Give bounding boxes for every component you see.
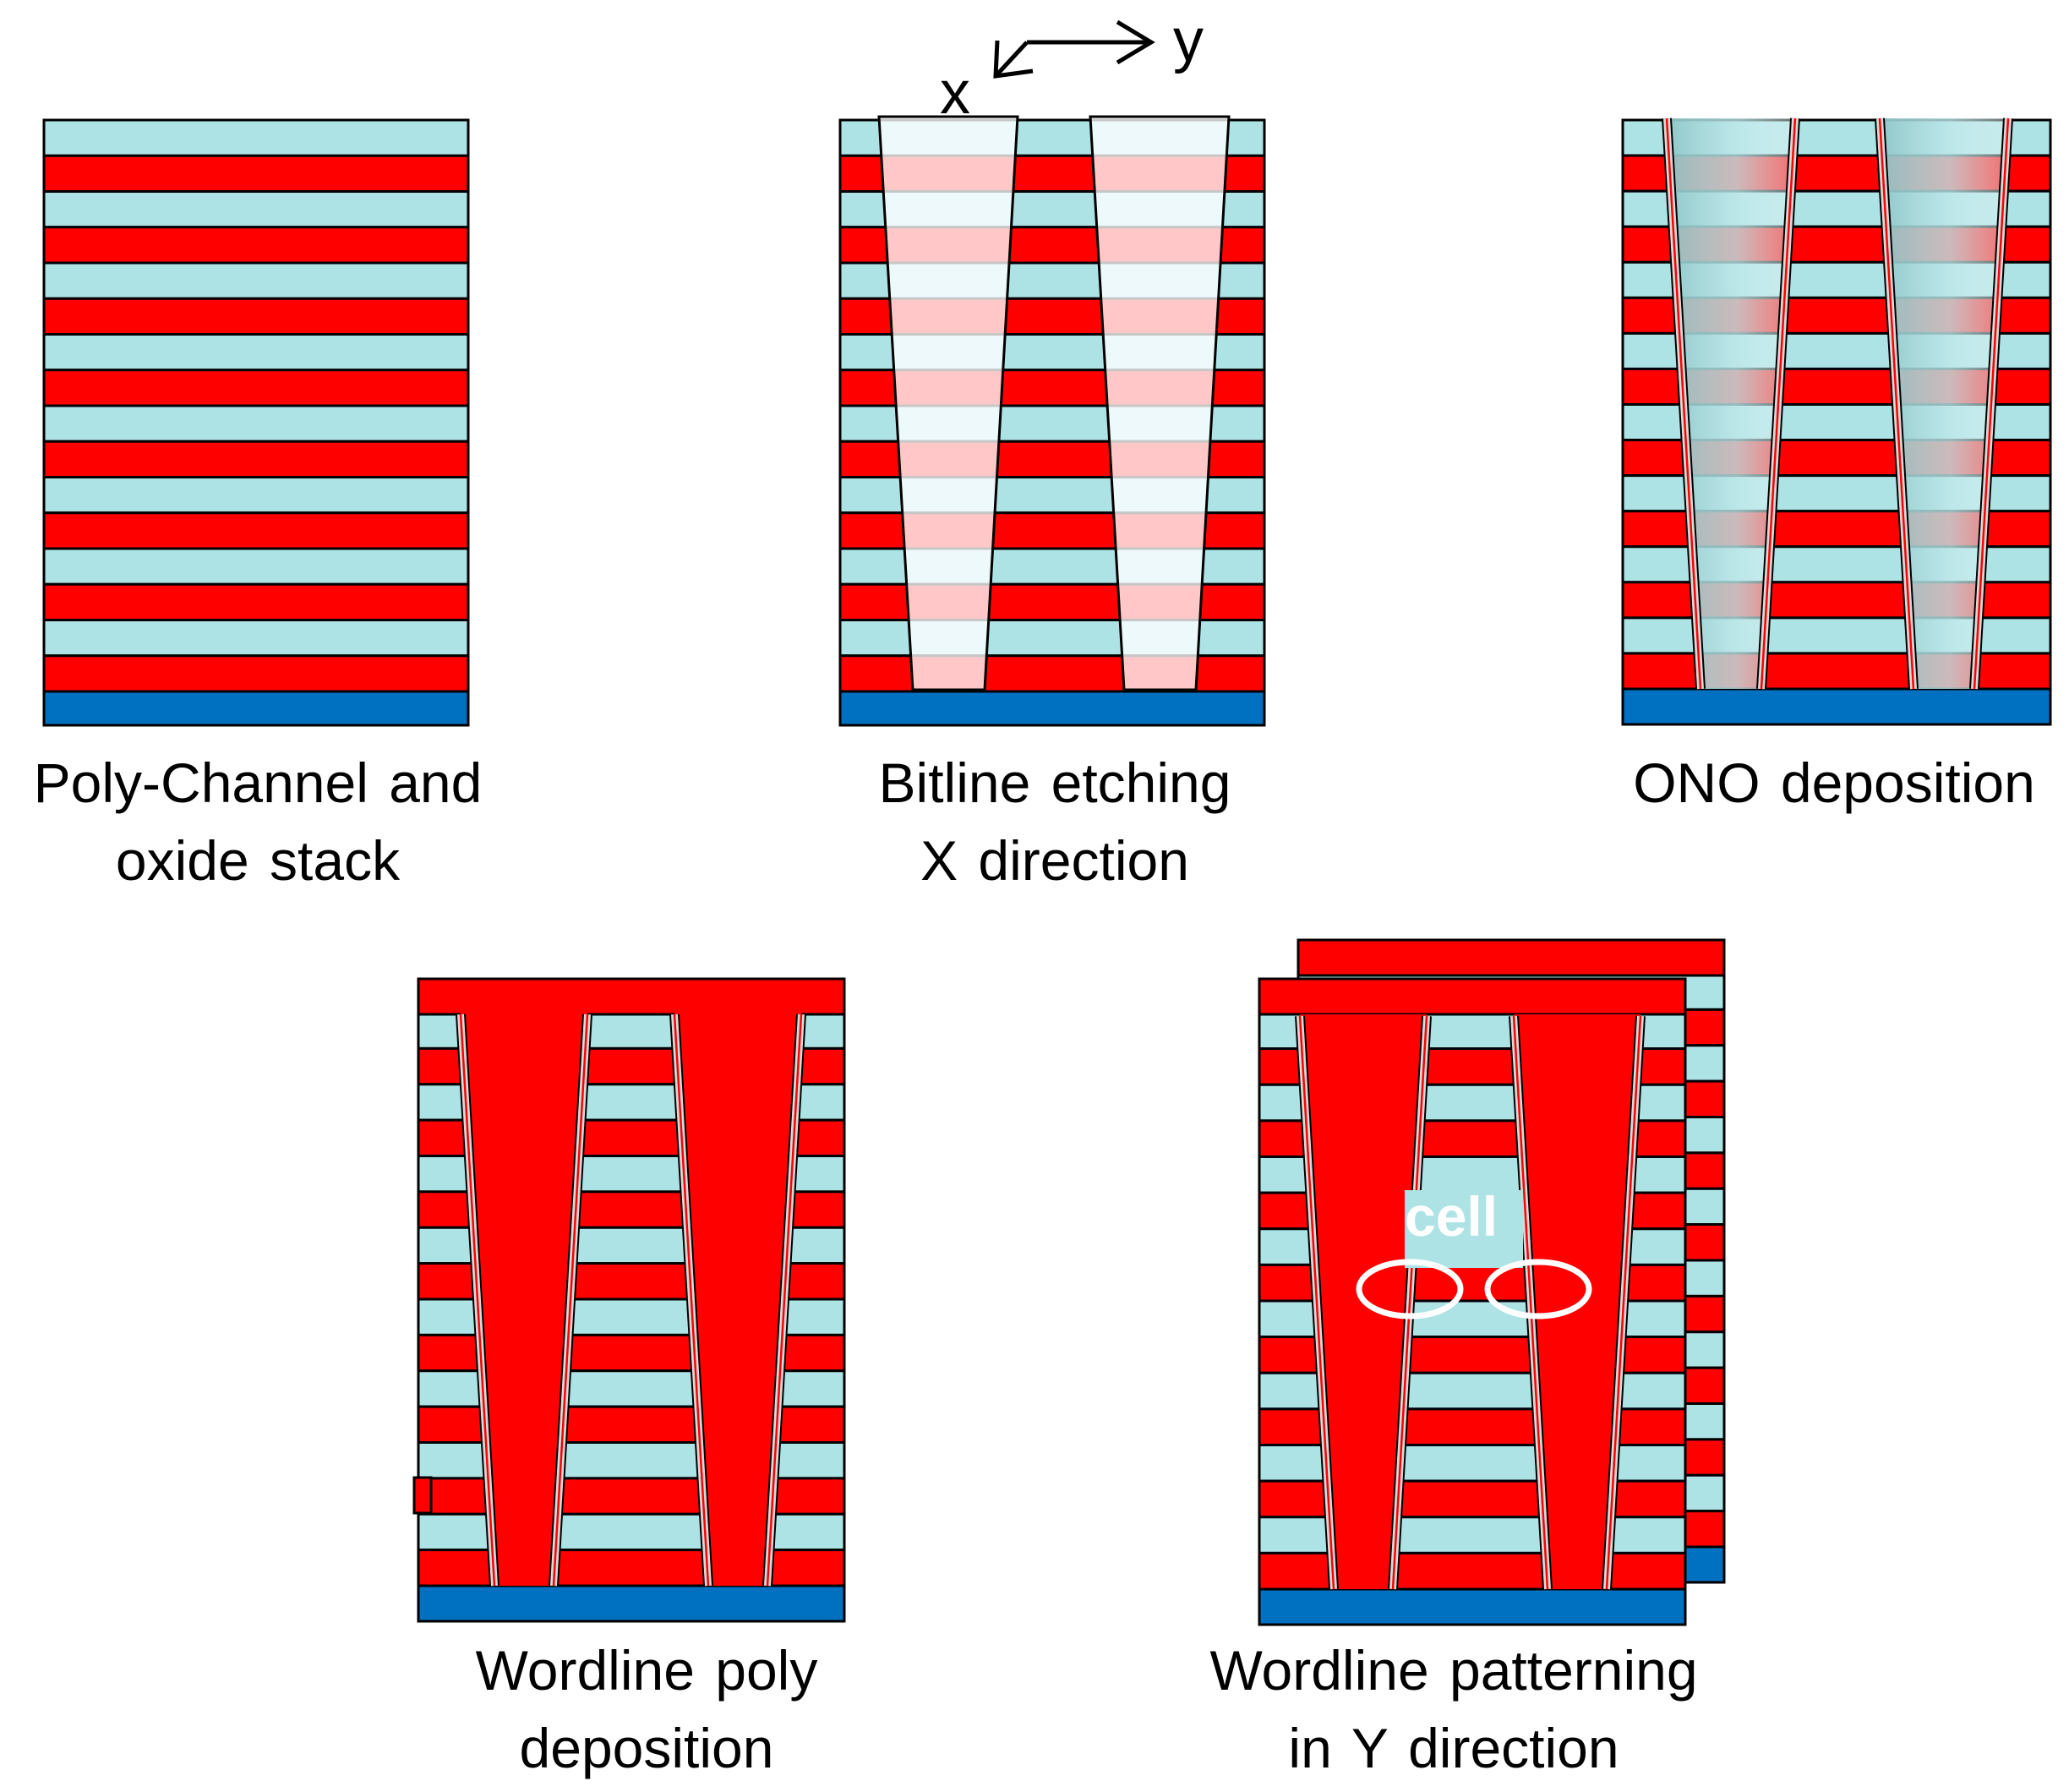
- oxide-layer: [42, 118, 470, 157]
- x-axis-label: x: [940, 59, 970, 127]
- poly-channel-layer: [42, 511, 470, 550]
- cell-highlight: [1405, 1190, 1523, 1268]
- poly-channel-layer: [1621, 652, 2052, 691]
- wordline-fill: [1514, 1014, 1640, 1589]
- oxide-layer: [1258, 1516, 1687, 1554]
- poly-channel-layer: [417, 1477, 846, 1516]
- bitline-trench: [1089, 115, 1231, 691]
- x-arrowhead: [993, 40, 1034, 79]
- panel-wordline-patterning: cell: [1258, 938, 1726, 1626]
- panel-poly-channel-oxide-stack: [42, 118, 470, 727]
- ono-liner-core: [1512, 1015, 1549, 1590]
- caption-stack-line1: Poly-Channel and: [33, 751, 483, 814]
- poly-channel-layer: [42, 226, 470, 265]
- caption-wordline-pattern: Wordline patterning in Y direction: [1158, 1631, 1750, 1787]
- x-axis-arrow: [994, 41, 1029, 78]
- y-axis-label: y: [1173, 7, 1204, 74]
- ono-liner-core: [1760, 117, 1797, 690]
- substrate: [838, 690, 1266, 727]
- ono-liner-core: [459, 1013, 496, 1587]
- substrate: [417, 1584, 846, 1623]
- ono-liner-core: [1665, 117, 1702, 690]
- poly-channel-layer: [1621, 581, 2052, 620]
- wordline-cap-front: [1258, 977, 1687, 1016]
- ono-trench-fill: [1667, 118, 1795, 689]
- poly-channel-layer: [1258, 1551, 1687, 1591]
- caption-stack-line2: oxide stack: [115, 829, 401, 892]
- caption-wordline-pattern-line1: Wordline patterning: [1209, 1639, 1698, 1702]
- panel-wordline-poly-deposition: [412, 977, 846, 1623]
- oxide-layer: [42, 404, 470, 443]
- ono-liner-core: [1605, 1015, 1642, 1590]
- oxide-layer: [417, 1512, 846, 1552]
- ono-liner-core: [1298, 1015, 1335, 1590]
- ono-liner-core: [1973, 117, 2010, 690]
- caption-ono-line1: ONO deposition: [1633, 751, 2035, 814]
- substrate: [42, 690, 470, 727]
- caption-bitline-line2: X direction: [920, 829, 1189, 892]
- caption-bitline-line1: Bitline etching: [878, 751, 1231, 814]
- cell-marker-right: [1484, 1259, 1592, 1319]
- poly-channel-layer: [42, 440, 470, 478]
- cell-label: cell: [1405, 1185, 1498, 1248]
- poly-channel-layer: [42, 154, 470, 193]
- poly-channel-layer: [42, 582, 470, 621]
- y-arrowhead: [1116, 19, 1155, 65]
- oxide-layer: [42, 476, 470, 515]
- caption-stack: Poly-Channel and oxide stack: [0, 744, 516, 899]
- caption-wordline-poly-line1: Wordline poly: [475, 1639, 818, 1702]
- oxide-layer: [42, 261, 470, 300]
- caption-wordline-poly-line2: deposition: [519, 1717, 774, 1779]
- poly-channel-layer: [417, 1549, 846, 1587]
- caption-wordline-poly: Wordline poly deposition: [397, 1631, 896, 1787]
- oxide-layer: [42, 547, 470, 586]
- cell-marker-left: [1356, 1259, 1464, 1319]
- panel-ono-deposition: [1621, 117, 2052, 726]
- substrate: [1258, 1587, 1687, 1626]
- wordline-poly-fill: [461, 1013, 587, 1586]
- ono-liner-core: [552, 1013, 589, 1587]
- axis-indicator: x y: [940, 7, 1204, 127]
- poly-channel-layer: [838, 654, 1266, 693]
- panel-bitline-etching: [838, 115, 1266, 727]
- ono-liner-core: [1878, 117, 1915, 690]
- poly-channel-layer-edge: [412, 1476, 433, 1515]
- oxide-layer: [42, 190, 470, 229]
- caption-bitline: Bitline etching X direction: [801, 744, 1308, 899]
- ono-liner-core: [1391, 1015, 1428, 1590]
- ono-liner-core: [673, 1013, 710, 1587]
- wordline-poly-fill: [674, 1013, 801, 1586]
- poly-channel-layer: [42, 369, 470, 407]
- poly-channel-layer: [42, 297, 470, 336]
- caption-wordline-pattern-line2: in Y direction: [1288, 1717, 1619, 1779]
- wordline-poly-cap: [417, 977, 846, 1016]
- ono-liner-core: [766, 1013, 803, 1587]
- caption-ono: ONO deposition: [1597, 744, 2069, 822]
- poly-channel-layer: [42, 654, 470, 693]
- oxide-layer: [42, 333, 470, 372]
- wordline-cap-back: [1297, 938, 1726, 977]
- oxide-layer: [1621, 616, 2052, 655]
- ono-trench-fill: [1880, 118, 2008, 689]
- substrate: [1621, 687, 2052, 726]
- bitline-trench: [877, 115, 1019, 691]
- oxide-layer: [42, 619, 470, 658]
